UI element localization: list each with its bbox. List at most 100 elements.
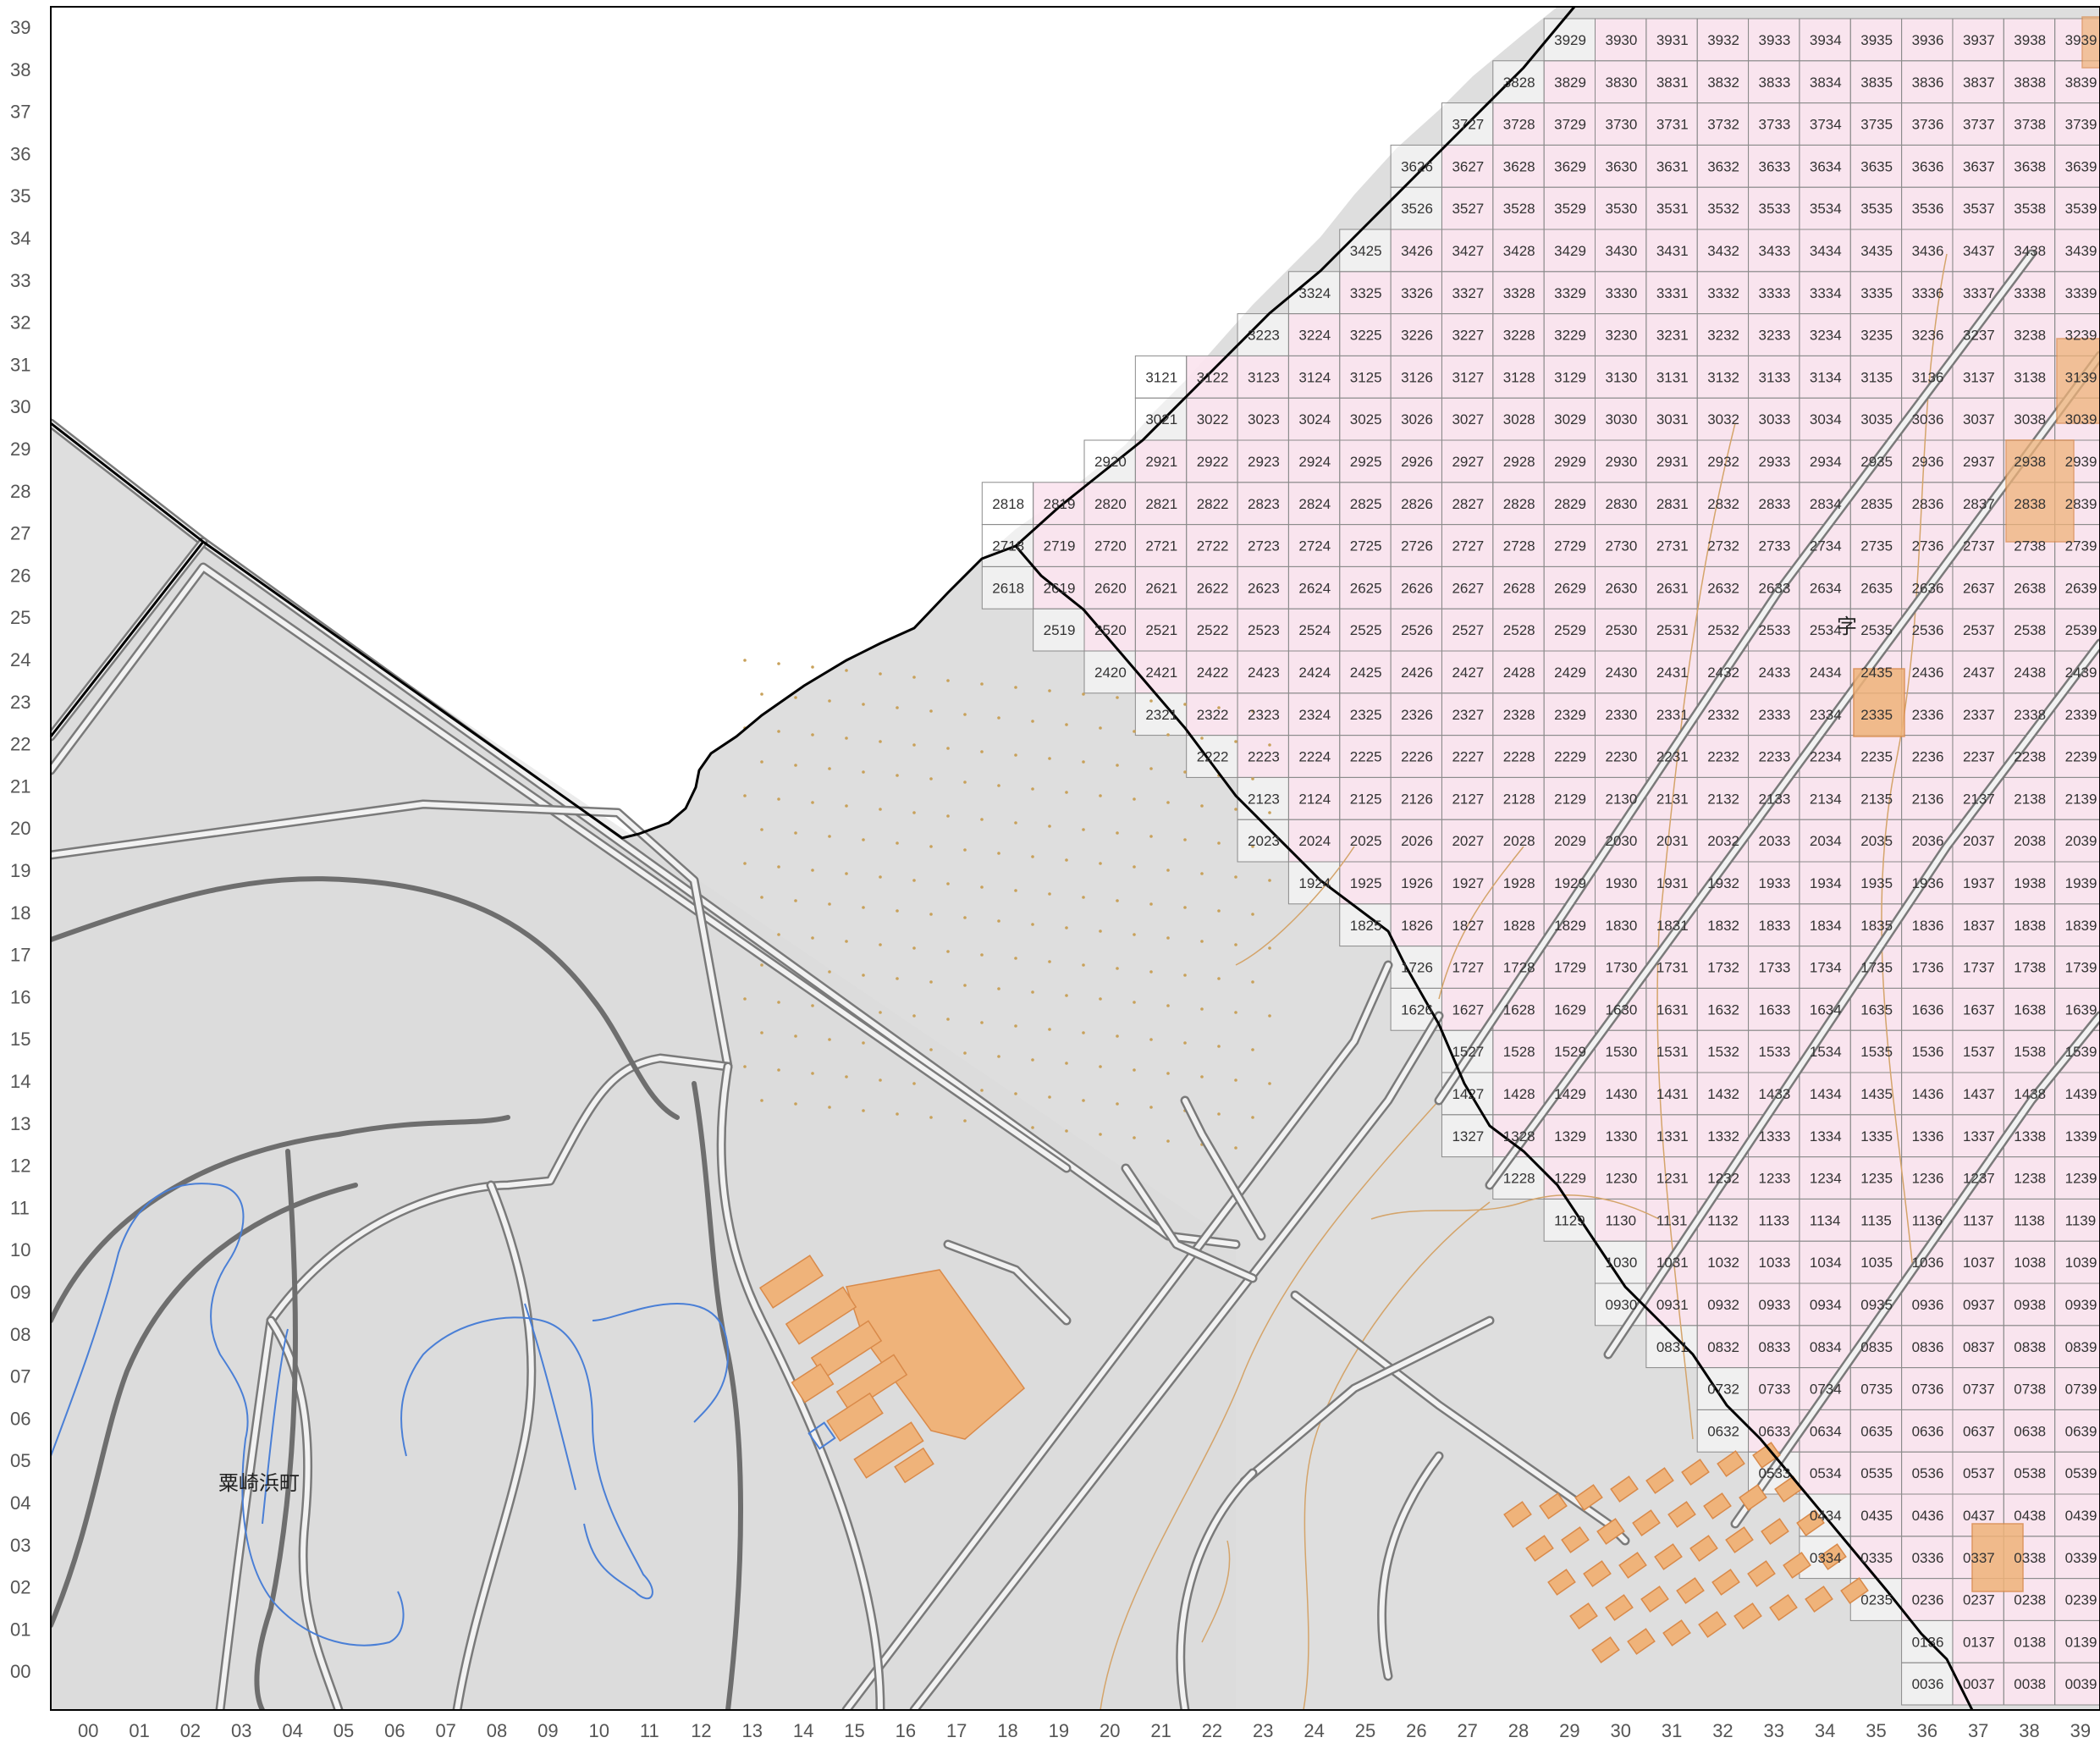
grid-cell[interactable] bbox=[1441, 440, 1493, 483]
grid-cell[interactable] bbox=[1391, 271, 1442, 314]
grid-cell[interactable] bbox=[2004, 1241, 2055, 1283]
grid-cell[interactable] bbox=[1339, 482, 1392, 525]
grid-cell[interactable] bbox=[1492, 229, 1545, 272]
grid-cell[interactable] bbox=[1391, 819, 1442, 862]
grid-cell[interactable] bbox=[1595, 735, 1646, 778]
grid-cell[interactable] bbox=[1544, 102, 1596, 146]
grid-cell[interactable] bbox=[1645, 1073, 1698, 1115]
grid-cell[interactable] bbox=[1339, 356, 1392, 399]
grid-cell[interactable] bbox=[1748, 1367, 1800, 1410]
grid-cell[interactable] bbox=[1391, 566, 1442, 609]
grid-cell[interactable] bbox=[1952, 187, 2004, 229]
grid-cell[interactable] bbox=[1799, 102, 1851, 146]
grid-cell[interactable] bbox=[1492, 482, 1545, 525]
grid-cell[interactable] bbox=[1135, 651, 1187, 693]
grid-cell[interactable] bbox=[2004, 819, 2055, 862]
grid-cell[interactable] bbox=[2004, 777, 2055, 820]
grid-cell[interactable] bbox=[1850, 1030, 1902, 1073]
grid-cell[interactable] bbox=[1901, 1452, 1953, 1494]
grid-cell[interactable] bbox=[2004, 102, 2055, 146]
grid-cell[interactable] bbox=[1339, 609, 1392, 651]
grid-cell[interactable] bbox=[1901, 19, 1953, 61]
grid-cell[interactable] bbox=[1645, 102, 1698, 146]
grid-cell[interactable] bbox=[2004, 1663, 2055, 1705]
grid-cell[interactable] bbox=[1748, 102, 1800, 146]
grid-cell[interactable] bbox=[1645, 145, 1698, 188]
grid-cell[interactable] bbox=[1237, 651, 1289, 693]
grid-cell[interactable] bbox=[1901, 1030, 1953, 1073]
grid-cell[interactable] bbox=[1952, 1241, 2004, 1283]
grid-cell[interactable] bbox=[1952, 1283, 2004, 1326]
grid-cell[interactable] bbox=[1645, 271, 1698, 314]
grid-cell[interactable] bbox=[1595, 187, 1646, 229]
grid-cell[interactable] bbox=[1901, 1073, 1953, 1115]
grid-cell[interactable] bbox=[1237, 356, 1289, 399]
grid-cell[interactable] bbox=[2004, 566, 2055, 609]
grid-cell[interactable] bbox=[1901, 187, 1953, 229]
grid-cell[interactable] bbox=[1697, 356, 1749, 399]
grid-cell[interactable] bbox=[1237, 440, 1289, 483]
grid-cell[interactable] bbox=[1901, 102, 1953, 146]
grid-cell[interactable] bbox=[1339, 651, 1392, 693]
grid-cell[interactable] bbox=[1952, 988, 2004, 1031]
grid-cell[interactable] bbox=[1901, 313, 1953, 356]
grid-cell[interactable] bbox=[1697, 1325, 1749, 1368]
grid-cell[interactable] bbox=[1799, 356, 1851, 399]
grid-cell[interactable] bbox=[1901, 988, 1953, 1031]
grid-cell[interactable] bbox=[1492, 60, 1545, 103]
grid-cell[interactable] bbox=[1901, 692, 1953, 736]
grid-cell[interactable] bbox=[1492, 903, 1545, 946]
grid-cell[interactable] bbox=[2054, 862, 2100, 904]
grid-cell[interactable] bbox=[1441, 524, 1493, 567]
grid-cell[interactable] bbox=[1595, 19, 1646, 61]
grid-cell[interactable] bbox=[1799, 145, 1851, 188]
grid-cell[interactable] bbox=[1595, 398, 1646, 440]
grid-cell[interactable] bbox=[2054, 609, 2100, 651]
grid-cell[interactable] bbox=[1645, 862, 1698, 904]
grid-cell[interactable] bbox=[2004, 1409, 2055, 1453]
grid-cell[interactable] bbox=[1441, 609, 1493, 651]
grid-cell[interactable] bbox=[1237, 609, 1289, 651]
grid-cell[interactable] bbox=[1952, 566, 2004, 609]
grid-cell[interactable] bbox=[1544, 609, 1596, 651]
grid-cell[interactable] bbox=[1288, 440, 1340, 483]
grid-cell[interactable] bbox=[2004, 862, 2055, 904]
grid-cell[interactable] bbox=[1697, 903, 1749, 946]
grid-cell[interactable] bbox=[2054, 1536, 2100, 1579]
grid-cell[interactable] bbox=[1339, 313, 1392, 356]
grid-cell[interactable] bbox=[1288, 356, 1340, 399]
grid-cell[interactable] bbox=[1441, 777, 1493, 820]
grid-cell[interactable] bbox=[1952, 19, 2004, 61]
grid-cell[interactable] bbox=[1850, 1156, 1902, 1200]
grid-cell[interactable] bbox=[1339, 440, 1392, 483]
grid-cell[interactable] bbox=[1544, 398, 1596, 440]
grid-cell[interactable] bbox=[1186, 609, 1238, 651]
grid-cell[interactable] bbox=[2004, 1199, 2055, 1242]
grid-cell[interactable] bbox=[1748, 187, 1800, 229]
grid-cell[interactable] bbox=[1237, 524, 1289, 567]
grid-cell[interactable] bbox=[1595, 903, 1646, 946]
grid-cell[interactable] bbox=[1544, 651, 1596, 693]
grid-cell[interactable] bbox=[1952, 1409, 2004, 1453]
grid-cell[interactable] bbox=[1697, 1073, 1749, 1115]
grid-cell[interactable] bbox=[2054, 102, 2100, 146]
grid-cell[interactable] bbox=[1135, 566, 1187, 609]
grid-cell[interactable] bbox=[2054, 1283, 2100, 1326]
grid-cell[interactable] bbox=[1186, 398, 1238, 440]
grid-cell[interactable] bbox=[2054, 903, 2100, 946]
grid-cell[interactable] bbox=[1492, 862, 1545, 904]
grid-cell[interactable] bbox=[1237, 777, 1289, 820]
grid-cell[interactable] bbox=[1135, 356, 1187, 399]
grid-cell[interactable] bbox=[1595, 692, 1646, 736]
grid-cell[interactable] bbox=[1391, 692, 1442, 736]
grid-cell[interactable] bbox=[1850, 1367, 1902, 1410]
grid-cell[interactable] bbox=[1952, 1367, 2004, 1410]
grid-cell[interactable] bbox=[1186, 566, 1238, 609]
grid-cell[interactable] bbox=[2054, 1409, 2100, 1453]
grid-cell[interactable] bbox=[2004, 145, 2055, 188]
grid-cell[interactable] bbox=[1441, 271, 1493, 314]
grid-cell[interactable] bbox=[1595, 102, 1646, 146]
grid-cell[interactable] bbox=[1288, 313, 1340, 356]
grid-cell[interactable] bbox=[2054, 1578, 2100, 1621]
